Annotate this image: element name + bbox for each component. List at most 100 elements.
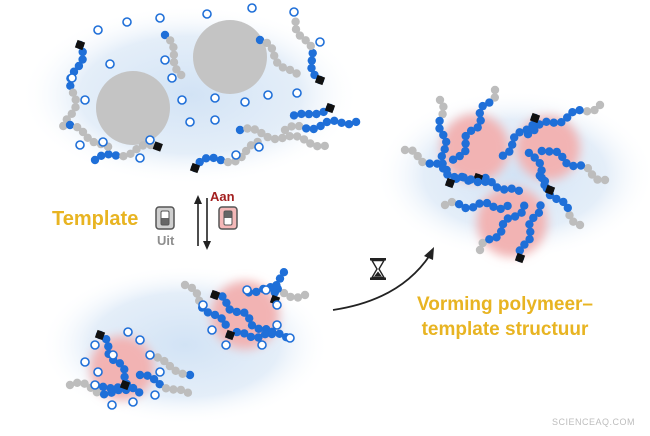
switch-on-icon xyxy=(218,206,238,230)
polymer-chain xyxy=(291,17,326,86)
free-monomer xyxy=(207,325,217,335)
monomer-bound xyxy=(268,327,277,336)
monomer-bound xyxy=(440,145,449,154)
monomer-grey xyxy=(565,211,574,220)
free-monomer xyxy=(155,13,165,23)
monomer-grey xyxy=(65,380,75,390)
free-monomer xyxy=(90,380,100,390)
chain-end-group xyxy=(189,162,201,174)
polymer-chain xyxy=(180,280,230,329)
free-monomer xyxy=(108,350,118,360)
monomer-bound xyxy=(437,152,446,161)
monomer-bound xyxy=(498,220,508,229)
monomer-grey xyxy=(119,152,128,161)
free-monomer xyxy=(155,367,165,377)
monomer-grey xyxy=(273,58,282,67)
monomer-bound xyxy=(478,101,487,111)
free-monomer xyxy=(105,59,115,69)
chain-end-group xyxy=(209,289,221,301)
monomer-grey xyxy=(250,125,259,134)
monomer-bound xyxy=(498,151,508,160)
monomer-bound xyxy=(505,147,514,156)
monomer-bound xyxy=(455,151,464,161)
monomer-grey xyxy=(73,123,82,132)
free-monomer xyxy=(128,397,138,407)
monomer-bound xyxy=(240,329,249,338)
free-monomer xyxy=(145,350,155,360)
template-pink xyxy=(441,114,509,182)
monomer-bound xyxy=(461,146,470,156)
monomer-bound xyxy=(529,213,538,223)
monomer-bound xyxy=(351,117,361,127)
watermark: SCIENCEAQ.COM xyxy=(552,417,636,427)
chain-end-group xyxy=(119,379,131,391)
polymer-chain xyxy=(537,146,610,185)
monomer-grey xyxy=(132,145,141,154)
monomer-bound xyxy=(485,98,494,107)
free-monomer xyxy=(254,142,264,152)
monomer-bound xyxy=(448,155,458,164)
monomer-grey xyxy=(306,41,315,51)
free-monomer xyxy=(107,400,117,410)
monomer-grey xyxy=(59,121,68,131)
monomer-bound xyxy=(106,384,115,393)
monomer-grey xyxy=(280,125,290,135)
monomer-bound xyxy=(510,212,520,221)
free-monomer xyxy=(93,367,103,377)
monomer-grey xyxy=(287,122,296,131)
free-monomer xyxy=(135,153,145,163)
monomer-grey xyxy=(593,175,602,184)
monomer-grey xyxy=(246,141,256,150)
monomer-bound xyxy=(252,287,261,297)
monomer-bound xyxy=(235,125,245,135)
monomer-grey xyxy=(400,145,410,155)
monomer-bound xyxy=(528,120,537,130)
monomer-grey xyxy=(295,31,305,40)
monomer-grey xyxy=(438,109,447,119)
template-label: Template xyxy=(52,208,139,230)
monomer-bound xyxy=(254,333,263,342)
free-monomer xyxy=(160,55,170,65)
free-monomer xyxy=(261,285,271,295)
monomer-bound xyxy=(526,227,535,236)
polymer-chain xyxy=(448,85,500,164)
monomer-grey xyxy=(278,63,288,72)
monomer-bound xyxy=(475,108,484,118)
monomer-bound xyxy=(195,157,204,167)
monomer-grey xyxy=(595,100,605,110)
monomer-bound xyxy=(209,153,218,163)
monomer-bound xyxy=(515,246,524,255)
monomer-bound xyxy=(279,268,289,277)
monomer-grey xyxy=(71,103,80,112)
switch-off-label: Uit xyxy=(157,233,175,248)
polymer-chain xyxy=(59,39,87,131)
monomer-grey xyxy=(169,385,178,394)
monomer-bound xyxy=(549,118,558,127)
monomer-grey xyxy=(171,366,180,375)
hourglass-icon xyxy=(370,258,386,280)
monomer-bound xyxy=(201,154,211,163)
monomer-bound xyxy=(552,194,561,204)
free-monomer xyxy=(135,335,145,345)
monomer-bound xyxy=(97,151,106,160)
monomer-bound xyxy=(232,307,241,317)
monomer-bound xyxy=(461,131,470,141)
monomer-bound xyxy=(255,35,265,45)
free-monomer xyxy=(272,320,282,330)
chain-end-group xyxy=(94,329,106,341)
monomer-bound xyxy=(297,109,306,119)
template-pink xyxy=(477,187,547,257)
monomer-bound xyxy=(476,116,485,125)
free-monomer xyxy=(210,93,220,103)
monomer-grey xyxy=(257,128,266,138)
monomer-bound xyxy=(99,390,109,399)
free-monomer xyxy=(93,25,103,35)
monomer-bound xyxy=(275,274,285,283)
monomer-grey xyxy=(299,135,309,144)
chain-end-group xyxy=(324,102,336,114)
monomer-bound xyxy=(545,147,554,156)
polymer-chain xyxy=(153,353,195,380)
monomer-grey xyxy=(138,141,148,150)
free-monomer xyxy=(247,3,257,13)
